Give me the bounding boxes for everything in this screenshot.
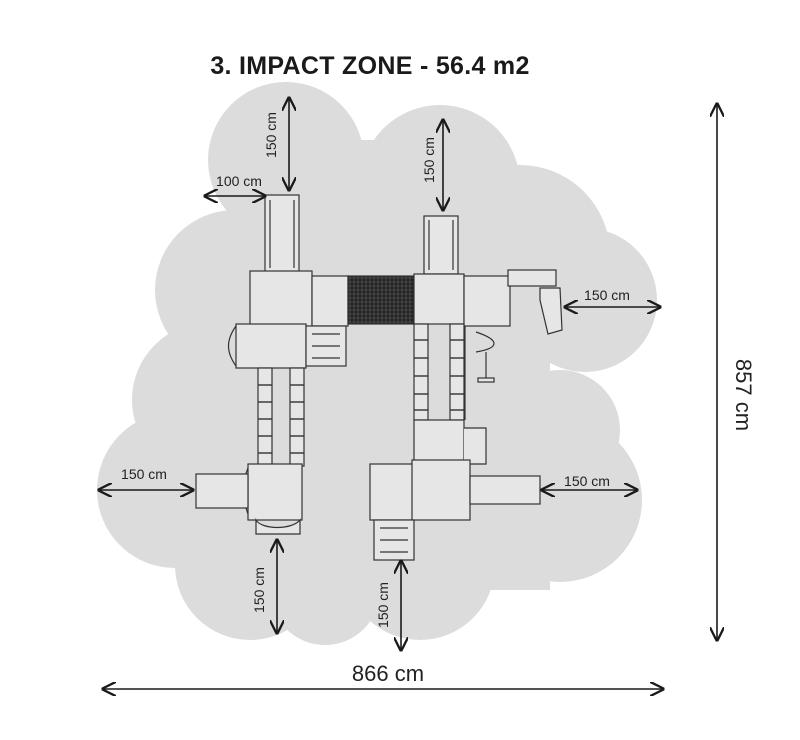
net-bridge [347,275,415,325]
label-bottom-center-vertical: 150 cm [375,582,391,628]
diagram-title: 3. IMPACT ZONE - 56.4 m2 [210,52,530,80]
slide-top-left [264,194,300,274]
slide-top-center [423,215,459,275]
ladder-center-a [413,323,429,421]
play-structure [195,194,563,561]
slide-right-upper [507,269,557,287]
label-top-center-vertical: 150 cm [421,137,437,183]
label-right-upper: 150 cm [584,287,630,303]
tower-bottom-left [247,463,303,521]
ladder-center-b [449,323,465,421]
slide-right-lower [469,475,541,505]
ladder-left-a [257,367,273,467]
tower-center [413,273,465,325]
label-left-lower: 150 cm [121,466,167,482]
tower-bottom-center [411,459,471,521]
tower-top-left [249,270,313,328]
slide-left-lower [195,473,249,509]
label-total-width: 866 cm [352,661,424,686]
label-top-left-horizontal: 100 cm [216,173,262,189]
label-bottom-left-vertical: 150 cm [251,567,267,613]
label-total-height: 857 cm [731,359,756,431]
label-right-lower: 150 cm [564,473,610,489]
label-top-left-vertical: 150 cm [263,112,279,158]
tower-lower-center [413,419,465,465]
ladder-rungs [258,339,464,454]
dimension-arrows [99,98,717,689]
ladder-left-b [289,367,305,467]
